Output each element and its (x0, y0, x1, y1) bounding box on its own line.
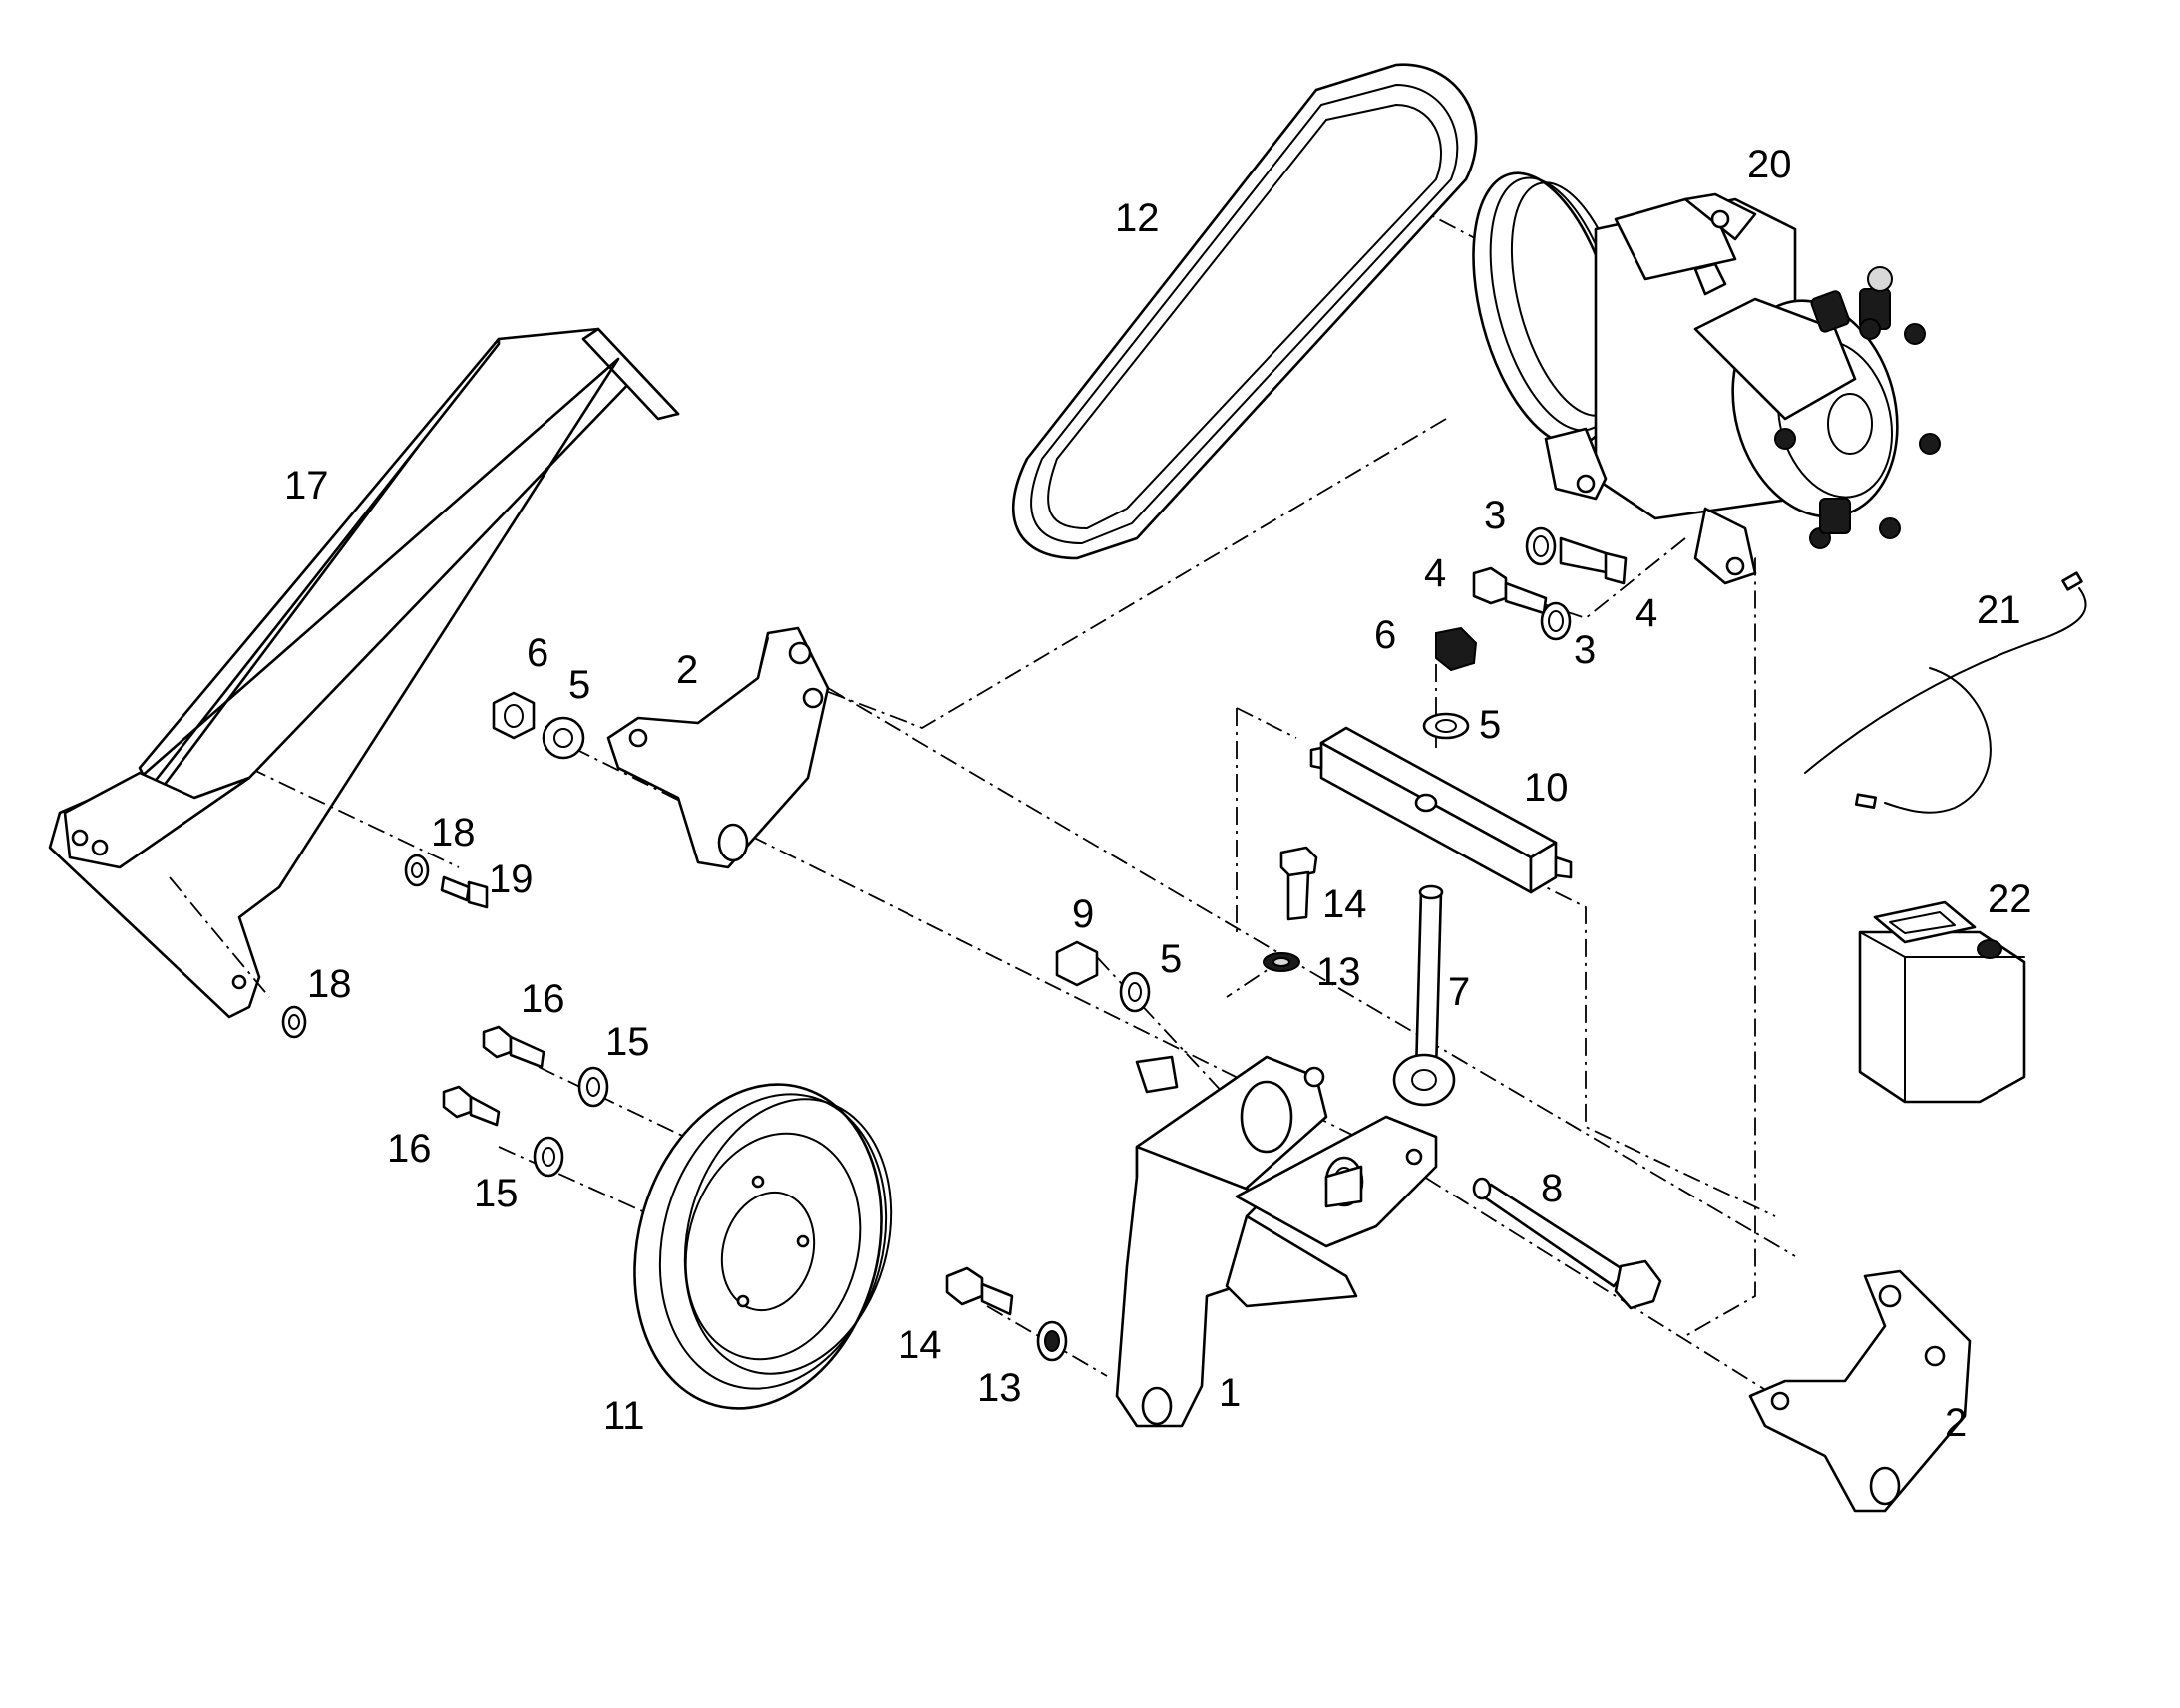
callout-10: 10 (1524, 766, 1569, 810)
callout-9: 9 (1072, 892, 1094, 936)
part-12-v-belt (1011, 63, 1478, 560)
callout-15a: 15 (605, 1020, 650, 1064)
callout-5c: 5 (1160, 937, 1182, 981)
callout-15b: 15 (474, 1172, 519, 1215)
callout-6b: 6 (1374, 613, 1396, 657)
callout-22: 22 (1988, 877, 2032, 921)
part-6-5-nut-washer-upper (1422, 626, 1478, 740)
callout-6a: 6 (527, 631, 548, 675)
callout-18a: 18 (431, 811, 476, 854)
callout-2a: 2 (676, 648, 698, 692)
part-22-oil-jerrycan (1858, 900, 2026, 1104)
callout-5b: 5 (1479, 703, 1501, 747)
callout-2b: 2 (1945, 1401, 1967, 1445)
part-17-belt-guard (48, 327, 680, 1019)
callout-4a: 4 (1424, 551, 1446, 595)
callout-1: 1 (1219, 1371, 1241, 1415)
callout-13b: 13 (977, 1366, 1022, 1410)
callout-12: 12 (1115, 196, 1160, 240)
part-11-pulley (633, 1083, 893, 1410)
callout-5a: 5 (568, 663, 590, 707)
callout-11: 11 (603, 1394, 645, 1438)
callout-8: 8 (1541, 1167, 1563, 1210)
part-1-main-bracket (1115, 1055, 1438, 1428)
part-2-bracket-upper (606, 626, 830, 869)
part-7-eye-bolt (1392, 884, 1456, 1107)
part-14-13-bolt-washer-lower (945, 1266, 1068, 1362)
callout-7: 7 (1448, 970, 1470, 1014)
callout-labels: 1 2 2 3 3 4 4 5 5 5 6 6 7 8 9 10 11 12 1… (284, 143, 2032, 1445)
callout-14b: 14 (898, 1323, 942, 1367)
callout-20: 20 (1747, 143, 1792, 186)
callout-18b: 18 (307, 962, 352, 1006)
part-14-13-bolt-washer-upper (1263, 846, 1318, 972)
callout-16a: 16 (521, 977, 565, 1021)
callout-14a: 14 (1322, 882, 1367, 926)
part-8-long-bolt (1472, 1177, 1662, 1310)
callout-4b: 4 (1635, 591, 1657, 635)
callout-17: 17 (284, 464, 329, 508)
callout-16b: 16 (387, 1127, 432, 1171)
part-20-ac-compressor (1472, 171, 1941, 585)
callout-3a: 3 (1484, 494, 1506, 537)
part-18-19-washers-bolt (281, 854, 489, 1039)
part-3-4-bolts-washers (1472, 526, 1628, 641)
part-2-bracket-lower (1748, 1269, 1972, 1513)
callout-13a: 13 (1316, 950, 1361, 994)
part-21-wire-harness (1804, 571, 2087, 814)
part-9-5-nut-washer-middle (1055, 940, 1151, 1013)
part-10-spacer-bar (1309, 726, 1573, 894)
callout-21: 21 (1977, 588, 2021, 632)
callout-3b: 3 (1574, 628, 1596, 672)
part-6-5-nut-washer-left (492, 691, 585, 760)
part-16-15-bolts-washers (442, 1025, 609, 1178)
callout-19: 19 (489, 857, 534, 901)
